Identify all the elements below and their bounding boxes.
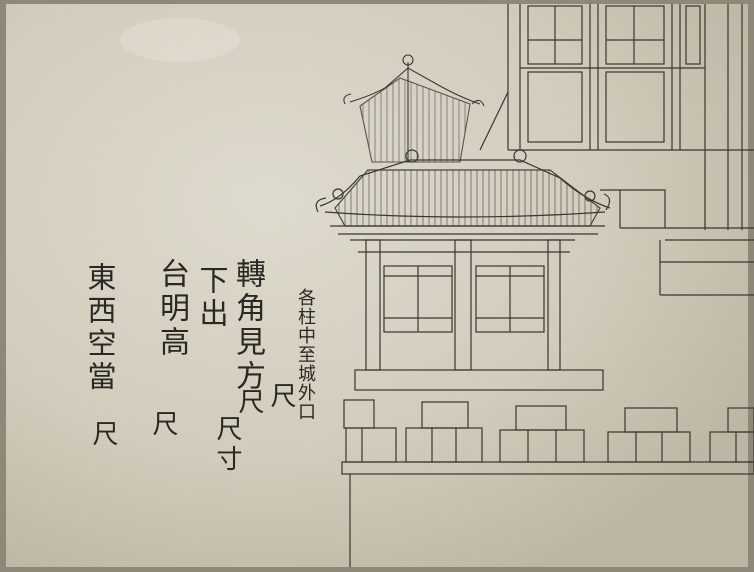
inscription-measure-e: 尺 (88, 420, 118, 450)
main-building (479, 4, 754, 296)
inscription-column-to-wall: 各柱中至城外口 (295, 288, 316, 421)
inscription-platform-height: 台明高 (154, 258, 189, 360)
upper-pavilion-roof (343, 54, 485, 163)
inscription-measure-a: 尺 (266, 382, 296, 412)
inscription-measure-d: 尺 (148, 410, 178, 440)
inscription-lower-eave: 下出 (195, 265, 229, 331)
paper-sheet (6, 4, 748, 567)
city-wall (341, 399, 754, 567)
pavilion-body (350, 239, 604, 391)
pavilion-roof (315, 149, 611, 235)
inscription-measure-c: 尺 (234, 388, 264, 418)
inscription-east-west-gap: 東西空當 (83, 262, 117, 394)
inscription-measure-b: 尺寸 (212, 415, 242, 475)
light-glare (120, 18, 240, 62)
inscription-corner-square: 轉角見方 (230, 258, 265, 394)
